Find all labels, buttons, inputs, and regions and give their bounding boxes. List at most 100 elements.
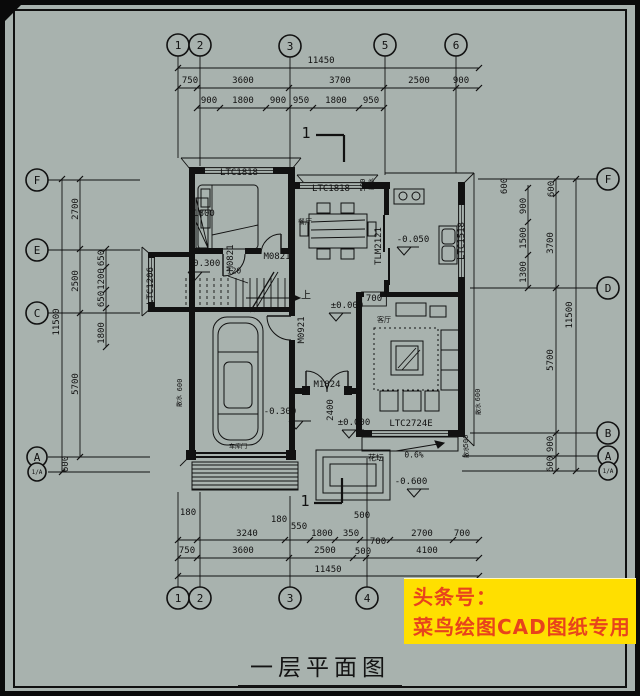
door-label: TLM2121 — [374, 227, 384, 265]
dim-tick — [76, 309, 84, 317]
dim-text: 3700 — [329, 76, 351, 86]
glass-line — [397, 347, 417, 369]
section-number: 1 — [301, 124, 310, 142]
dim-tick — [552, 452, 560, 460]
blanket-line — [211, 224, 259, 236]
dim-tick — [285, 554, 293, 562]
dim-tick — [524, 184, 532, 192]
dim-tick — [76, 175, 84, 183]
dim-text: 950 — [293, 96, 309, 106]
dim-tick — [475, 84, 483, 92]
grid-circle-2-top — [188, 33, 212, 57]
dim-text: 600 — [500, 178, 510, 194]
grid-circle-5-top-label: 5 — [382, 39, 389, 52]
table-grain — [310, 219, 366, 223]
door-label: M0821 — [226, 244, 236, 271]
dim-text: 500 — [355, 547, 371, 557]
dim-text: 1800 — [97, 322, 107, 344]
dim-text: 5700 — [71, 373, 81, 395]
car-inner — [217, 322, 259, 441]
dim-tick — [552, 467, 560, 475]
dim-tick — [76, 453, 84, 461]
garage-door-label: 车库门 — [229, 443, 247, 451]
dim-tick — [262, 104, 270, 112]
dim-tick — [174, 84, 182, 92]
wall — [384, 292, 465, 297]
level-mark — [406, 488, 422, 498]
level-text: -0.300 — [188, 259, 221, 269]
apron-label: 散水 — [176, 395, 184, 407]
dim-tick — [572, 175, 580, 183]
dim-tick — [572, 467, 580, 475]
dim-tick — [380, 104, 388, 112]
apron-label: 散水 — [368, 178, 376, 190]
sofa — [440, 329, 461, 391]
chair — [402, 390, 422, 412]
porch-step — [329, 463, 377, 487]
dim-tick — [76, 245, 84, 253]
dim-text-box — [361, 291, 387, 307]
dim-text: 750 — [182, 76, 198, 86]
dim-text: 4100 — [416, 546, 438, 556]
chair — [379, 390, 399, 412]
watermark-banner: 头条号： 菜鸟绘图CAD图纸专用 — [404, 578, 636, 644]
grid-circle-5-top — [373, 33, 397, 57]
dim-text: 2500 — [314, 546, 336, 556]
dim-text: 350 — [343, 529, 359, 539]
dim-tick — [174, 572, 182, 580]
wall — [189, 307, 295, 312]
side-table — [429, 305, 447, 318]
level-text: ±0.000 — [338, 418, 371, 428]
room-label-living: 客厅 — [377, 315, 391, 324]
stair-break-line — [253, 271, 279, 313]
apron-dim: 500 — [359, 179, 367, 192]
dim-tick — [306, 536, 314, 544]
dim-text: 2700 — [411, 529, 433, 539]
dim-text: 650 — [97, 291, 107, 307]
rug — [373, 327, 439, 391]
dim-tick — [452, 84, 460, 92]
dim-text: 3600 — [232, 546, 254, 556]
dim-tick — [362, 554, 370, 562]
dim-text: 700 — [366, 294, 382, 304]
wall — [384, 280, 389, 297]
glass-line — [401, 349, 421, 371]
dim-text: 1800 — [311, 529, 333, 539]
level-mark — [187, 271, 203, 281]
dim-text: 3600 — [232, 76, 254, 86]
porch-step — [315, 449, 391, 501]
door-label: M1824 — [313, 380, 340, 390]
chair — [340, 202, 355, 214]
banner-line-2: 菜鸟绘图CAD图纸专用 — [413, 615, 631, 639]
wall — [458, 297, 465, 437]
room-label-dining: 餐厅 — [298, 217, 312, 226]
dim-text: 1300 — [519, 261, 529, 283]
grid-circle-1A-left — [27, 462, 47, 482]
dim-text: 1500 — [519, 227, 529, 249]
apron-label: 散水 — [475, 403, 483, 415]
grid-circle-B-right — [596, 421, 620, 445]
grid-circle-B-right-label: B — [605, 427, 612, 440]
dim-tick — [193, 104, 201, 112]
dim-tick — [174, 536, 182, 544]
dim-text: 11500 — [565, 301, 575, 328]
wardrobe-hatch — [195, 197, 209, 249]
dim-tick — [174, 554, 182, 562]
wall — [380, 292, 390, 297]
dim-text: 600 — [546, 456, 556, 472]
dim-tick — [552, 284, 560, 292]
eave-diagonal — [296, 174, 305, 184]
grid-circle-4-bottom-label: 4 — [364, 592, 371, 605]
slope-arrow-head — [434, 440, 446, 449]
wall — [384, 182, 389, 215]
level-text: ±0.000 — [331, 301, 364, 311]
dim-tick — [193, 554, 201, 562]
dim-tick — [285, 84, 293, 92]
dim-tick — [524, 284, 532, 292]
grid-circle-1-bottom-label: 1 — [175, 592, 182, 605]
grid-circle-D-right-label: D — [605, 282, 612, 295]
chair — [316, 202, 331, 214]
grid-circle-1A-right-label: 1/A — [603, 468, 614, 475]
sink — [438, 225, 458, 265]
sink-basin — [441, 245, 456, 262]
